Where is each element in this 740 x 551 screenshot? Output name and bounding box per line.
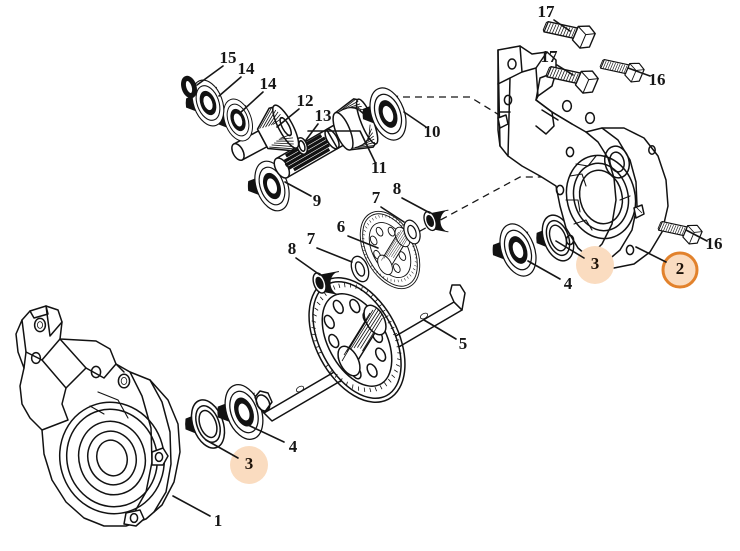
- callout-7: 7: [372, 188, 405, 223]
- badge-disc: [576, 246, 614, 284]
- leader-line: [347, 235, 379, 249]
- highlight-callout-2: 2: [635, 246, 685, 278]
- part-screw-16a: [598, 49, 647, 86]
- leader-line: [276, 108, 300, 128]
- callout-5: 5: [423, 319, 468, 353]
- leader-line: [380, 206, 405, 223]
- leader-line: [555, 240, 585, 259]
- leader-line: [401, 197, 431, 214]
- highlight-callout-3: 3: [555, 240, 600, 273]
- part-bearing-upper: [492, 218, 544, 282]
- part-pinion-gear: [359, 210, 421, 290]
- callout-number: 14: [238, 59, 256, 78]
- callout-number: 17: [538, 2, 556, 21]
- leader-line: [295, 257, 321, 276]
- callout-8: 8: [288, 239, 321, 276]
- callout-number: 13: [315, 106, 332, 125]
- leader-line: [307, 130, 376, 163]
- highlight-badges: [230, 246, 699, 484]
- callout-number: 12: [297, 91, 314, 110]
- leader-line: [205, 439, 239, 459]
- highlight-callout-3: 3: [205, 439, 254, 473]
- leader-line: [685, 229, 708, 242]
- callout-1: 1: [172, 495, 223, 530]
- callout-number: 5: [459, 334, 468, 353]
- callout-4: 4: [247, 424, 298, 456]
- leader-line: [556, 64, 574, 76]
- callout-number: 16: [649, 70, 666, 89]
- callout-11: 11: [307, 130, 387, 177]
- callout-number: 4: [564, 274, 573, 293]
- part-bearing-lower: [217, 378, 271, 446]
- callout-number: 4: [289, 437, 298, 456]
- callout-number: 11: [371, 158, 387, 177]
- callout-7: 7: [307, 229, 353, 263]
- callout-10: 10: [403, 111, 441, 141]
- leader-line: [553, 19, 571, 32]
- callout-17: 17: [541, 47, 574, 76]
- part-drive-shaft: [254, 277, 466, 422]
- callout-number: 3: [591, 254, 600, 273]
- callout-number: 7: [372, 188, 381, 207]
- badge-disc: [661, 251, 699, 289]
- leader-line: [239, 91, 264, 114]
- highlight-badge-2[interactable]: [661, 251, 699, 289]
- callout-number: 15: [220, 48, 237, 67]
- highlight-badge-3[interactable]: [576, 246, 614, 284]
- part-needle-sleeve-upper: [420, 209, 449, 233]
- leader-line: [305, 123, 319, 141]
- callout-number: 1: [214, 511, 223, 530]
- callout-8: 8: [393, 179, 431, 214]
- callout-number: 7: [307, 229, 316, 248]
- highlight-badge-3[interactable]: [230, 446, 268, 484]
- callout-16: 16: [627, 67, 666, 89]
- callout-number: 16: [706, 234, 723, 253]
- leader-line: [403, 111, 427, 128]
- callout-number: 17: [541, 47, 559, 66]
- leader-line: [423, 319, 457, 340]
- part-circlip-15: [181, 75, 197, 99]
- part-gear-housing-right: [497, 45, 669, 269]
- callout-6: 6: [337, 217, 379, 249]
- callout-number: 10: [424, 122, 441, 141]
- leader-line: [635, 246, 667, 263]
- callout-17: 17: [538, 2, 571, 32]
- callout-14: 14: [239, 74, 278, 114]
- leader-line: [196, 65, 224, 86]
- leader-line: [172, 495, 211, 517]
- callout-number: 3: [245, 454, 254, 473]
- callout-14: 14: [218, 59, 256, 97]
- callout-number: 6: [337, 217, 346, 236]
- callout-15: 15: [196, 48, 237, 86]
- badge-disc: [230, 446, 268, 484]
- callout-4: 4: [527, 260, 573, 293]
- callout-number: 9: [313, 191, 322, 210]
- part-gear-housing-left: [15, 305, 181, 527]
- leader-line: [527, 260, 561, 280]
- callout-16: 16: [685, 229, 723, 253]
- callout-number: 8: [288, 239, 297, 258]
- leader-line: [627, 67, 651, 77]
- callout-12: 12: [276, 91, 314, 128]
- callout-9: 9: [284, 181, 322, 210]
- part-seal-lower: [184, 394, 232, 454]
- leader-line: [284, 181, 312, 197]
- callout-13: 13: [305, 106, 332, 141]
- leader-line: [316, 247, 353, 263]
- leader-line: [247, 424, 285, 443]
- callout-number: 14: [260, 74, 278, 93]
- callout-number: 8: [393, 179, 402, 198]
- part-bevel-gear-12: [231, 104, 300, 161]
- leader-line: [218, 76, 242, 97]
- callout-number: 2: [676, 259, 685, 278]
